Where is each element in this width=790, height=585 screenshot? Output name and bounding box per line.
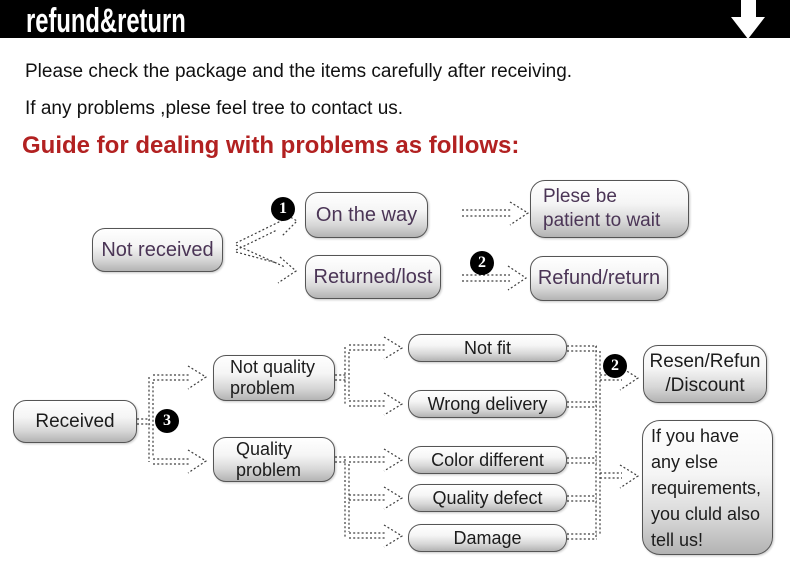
node-not-quality-line1: Not quality xyxy=(230,357,316,377)
badge-2-flow2: 2 xyxy=(603,354,627,378)
badge-2-flow2-number: 2 xyxy=(611,357,619,374)
down-arrow-icon xyxy=(731,0,765,40)
note-line4: you cluld also xyxy=(651,503,761,524)
node-returned-lost-label: Returned/lost xyxy=(313,265,433,288)
banner: refund&return xyxy=(0,0,790,40)
node-quality-line2: problem xyxy=(236,459,302,480)
node-not-quality-line2: problem xyxy=(230,378,296,398)
node-quality-problem: Quality problem xyxy=(213,437,335,482)
node-wrong-delivery: Wrong delivery xyxy=(408,390,567,418)
intro-line-1: Please check the package and the items c… xyxy=(25,61,573,82)
note-line3: requirements, xyxy=(651,477,762,498)
node-resen-line2: /Discount xyxy=(665,375,745,396)
note-line5: tell us! xyxy=(651,529,704,550)
node-color-different: Color different xyxy=(408,446,567,474)
node-color-different-label: Color different xyxy=(431,449,544,470)
node-resen-line1: Resen/Refun xyxy=(649,351,761,372)
node-other-requirements-note: If you have any else requirements, you c… xyxy=(642,420,773,555)
node-quality-defect-label: Quality defect xyxy=(432,487,543,508)
node-damage-label: Damage xyxy=(453,527,522,548)
node-returned-lost: Returned/lost xyxy=(305,255,441,299)
down-arrow-shaft xyxy=(741,0,756,18)
node-not-received-label: Not received xyxy=(101,238,214,261)
node-refund-return: Refund/return xyxy=(530,256,668,301)
down-arrow-head xyxy=(731,17,765,39)
node-resend-refund-discount: Resen/Refun /Discount xyxy=(643,345,767,403)
node-received-label: Received xyxy=(35,411,115,432)
node-patient-line1: Plese be xyxy=(543,186,617,207)
badge-1-number: 1 xyxy=(279,200,287,217)
node-quality-line1: Quality xyxy=(236,438,293,459)
badge-2-flow1-number: 2 xyxy=(478,254,486,271)
node-not-received: Not received xyxy=(92,228,223,272)
node-on-the-way: On the way xyxy=(305,192,428,238)
node-quality-defect: Quality defect xyxy=(408,484,567,512)
node-not-quality-problem: Not quality problem xyxy=(213,355,335,401)
badge-3: 3 xyxy=(155,409,179,433)
node-on-the-way-label: On the way xyxy=(315,203,418,226)
badge-2-flow1: 2 xyxy=(470,251,494,275)
note-line2: any else xyxy=(651,451,719,472)
node-damage: Damage xyxy=(408,524,567,552)
guide-heading: Guide for dealing with problems as follo… xyxy=(22,132,520,159)
node-not-fit-label: Not fit xyxy=(463,337,511,358)
intro-line-2: If any problems ,plese feel tree to cont… xyxy=(25,98,404,119)
note-line1: If you have xyxy=(651,425,740,446)
node-received: Received xyxy=(13,400,137,443)
node-please-be-patient: Plese be patient to wait xyxy=(530,180,689,238)
node-patient-line2: patient to wait xyxy=(543,210,661,231)
banner-title: refund&return xyxy=(26,1,186,40)
node-not-fit: Not fit xyxy=(408,334,567,362)
badge-1: 1 xyxy=(271,197,295,221)
node-refund-return-label: Refund/return xyxy=(537,267,661,289)
node-wrong-delivery-label: Wrong delivery xyxy=(427,393,548,414)
badge-3-number: 3 xyxy=(163,412,171,429)
